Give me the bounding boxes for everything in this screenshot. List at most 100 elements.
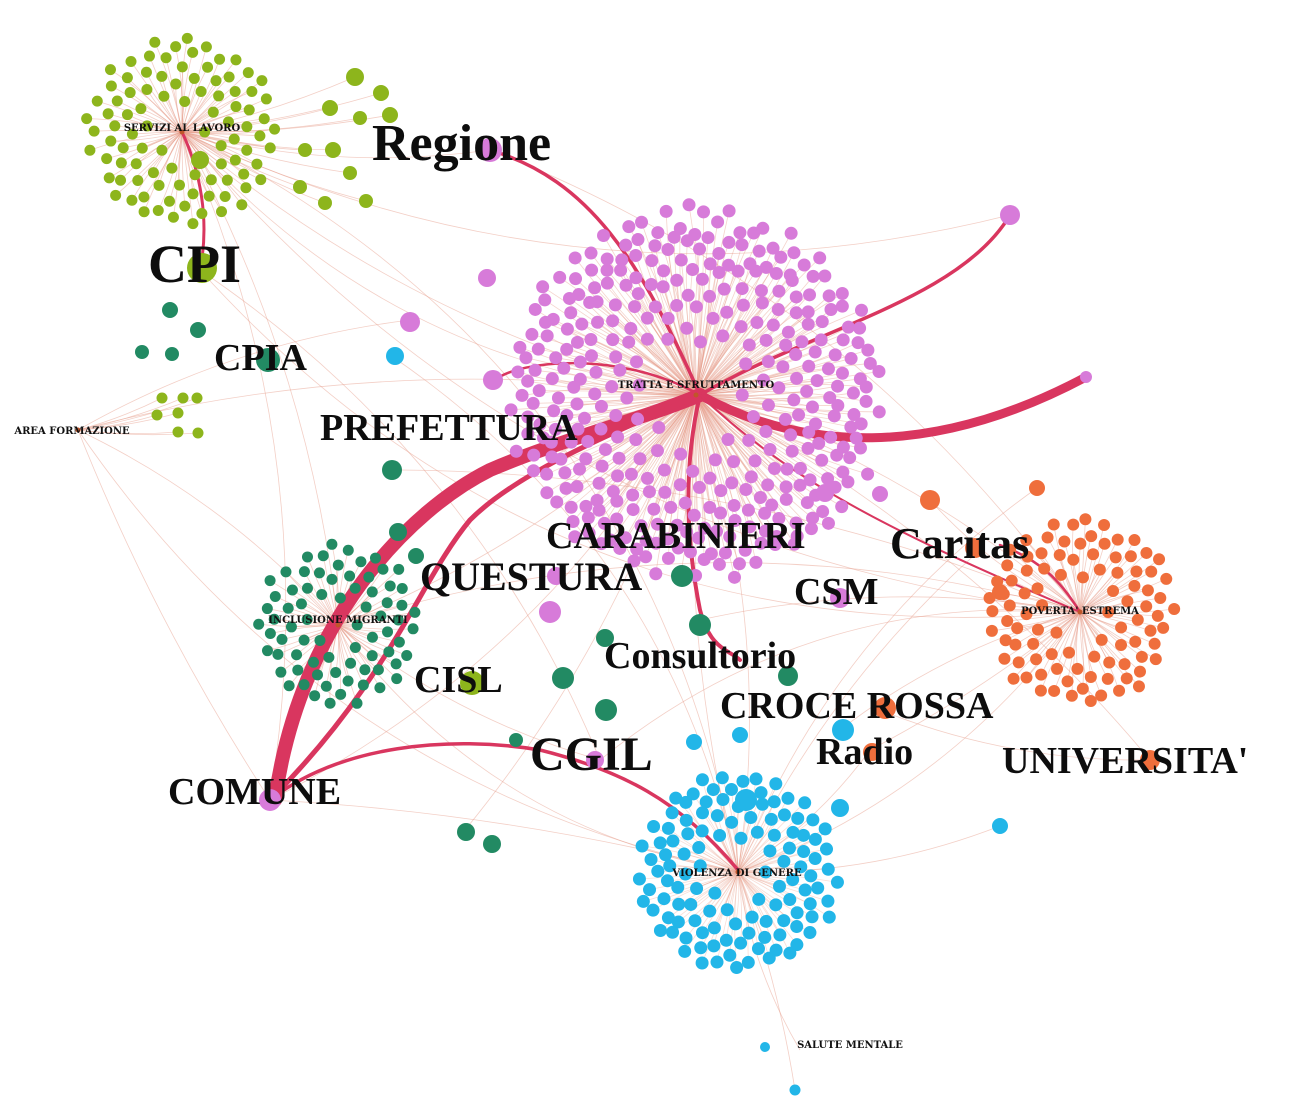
node-tratta xyxy=(766,241,780,255)
node-servizi-lavoro xyxy=(141,83,153,95)
node-violenza xyxy=(759,865,773,879)
edge-tratta-consultorio xyxy=(686,393,742,662)
node-poverta xyxy=(1145,565,1158,578)
node-poverta xyxy=(1153,553,1166,566)
node-inclusione-migranti xyxy=(276,633,288,645)
node-violenza xyxy=(699,795,713,809)
node-poverta xyxy=(1148,637,1161,650)
node-violenza xyxy=(719,933,733,947)
node-tratta xyxy=(716,329,730,343)
node-tratta xyxy=(813,251,827,265)
node-inclusione-migranti xyxy=(282,602,294,614)
node-servizi-lavoro xyxy=(121,109,133,121)
node-tratta xyxy=(570,397,584,411)
edge xyxy=(337,624,601,761)
edge xyxy=(737,871,796,1091)
node-tratta xyxy=(513,340,527,354)
node-tratta xyxy=(844,352,858,366)
edge xyxy=(1079,539,1119,613)
node-tratta xyxy=(847,408,861,422)
node-inclusione-migranti xyxy=(326,538,338,550)
node-inclusione-migranti xyxy=(298,679,310,691)
node-inclusione-migranti xyxy=(264,627,276,639)
node-tratta xyxy=(609,408,623,422)
actor-label-cpia: CPIA xyxy=(214,337,307,379)
edge-comune-violenza xyxy=(268,741,740,872)
node-tratta xyxy=(761,354,775,368)
edge xyxy=(667,394,697,540)
node-poverta xyxy=(1128,534,1141,547)
node-tratta xyxy=(626,488,640,502)
node-poverta xyxy=(1140,600,1153,613)
node-tratta xyxy=(584,246,598,260)
node-tratta xyxy=(712,246,726,260)
node-inclusione-migranti xyxy=(393,563,405,575)
node-hub-center xyxy=(75,427,81,433)
node-violenza xyxy=(696,806,710,820)
edge xyxy=(737,871,797,927)
node-tratta xyxy=(861,467,875,481)
edge xyxy=(517,371,697,396)
edge xyxy=(180,38,188,133)
edge xyxy=(1009,549,1081,613)
node-actor xyxy=(992,818,1008,834)
node-actor xyxy=(816,484,834,502)
node-inclusione-migranti xyxy=(349,641,361,653)
node-tratta xyxy=(692,480,706,494)
node-tratta xyxy=(579,499,593,513)
node-poverta xyxy=(1098,519,1111,532)
node-tratta xyxy=(639,550,653,564)
node-tratta xyxy=(657,264,671,278)
node-poverta xyxy=(1084,670,1097,683)
node-violenza xyxy=(684,897,698,911)
node-inclusione-migranti xyxy=(381,597,393,609)
node-tratta xyxy=(753,490,767,504)
edge xyxy=(695,221,718,396)
node-tratta xyxy=(606,333,620,347)
node-tratta xyxy=(590,493,604,507)
node-tratta xyxy=(772,512,786,525)
node-servizi-lavoro xyxy=(173,179,185,191)
node-poverta xyxy=(1035,668,1048,681)
node-servizi-lavoro xyxy=(229,85,241,97)
edge xyxy=(77,319,411,431)
node-tratta xyxy=(644,278,658,292)
node-tratta xyxy=(598,443,612,457)
node-tratta xyxy=(824,430,838,444)
actor-label-prefettura: PREFETTURA xyxy=(320,407,578,449)
node-actor xyxy=(190,322,206,338)
node-servizi-lavoro xyxy=(187,188,199,200)
node-poverta xyxy=(1118,658,1131,671)
node-poverta xyxy=(1047,518,1060,531)
edge xyxy=(173,131,183,218)
node-tratta xyxy=(815,453,829,467)
node-tratta xyxy=(650,444,664,458)
edge xyxy=(695,385,838,397)
node-tratta xyxy=(645,254,659,268)
node-tratta xyxy=(639,534,653,548)
node-inclusione-migranti xyxy=(372,664,384,676)
node-tratta xyxy=(853,321,867,335)
node-violenza xyxy=(644,853,658,867)
node-inclusione-migranti xyxy=(268,613,280,625)
node-poverta xyxy=(1045,648,1058,661)
node-actor xyxy=(832,719,854,741)
node-servizi-lavoro xyxy=(181,32,193,44)
edge xyxy=(1079,552,1147,613)
node-tratta xyxy=(728,514,742,528)
edge xyxy=(1063,541,1081,613)
node-tratta xyxy=(795,335,809,349)
edge xyxy=(684,394,697,503)
edge xyxy=(181,80,263,133)
node-tratta xyxy=(560,342,574,356)
node-tratta xyxy=(548,422,562,436)
node-inclusione-migranti xyxy=(283,680,295,692)
node-tratta xyxy=(629,249,643,263)
node-servizi-lavoro xyxy=(241,144,253,156)
node-tratta xyxy=(697,205,711,219)
node-poverta xyxy=(1003,599,1016,612)
node-servizi-lavoro xyxy=(117,142,129,154)
edge xyxy=(695,252,795,396)
node-tratta xyxy=(589,365,603,379)
node-servizi-lavoro xyxy=(138,206,150,218)
